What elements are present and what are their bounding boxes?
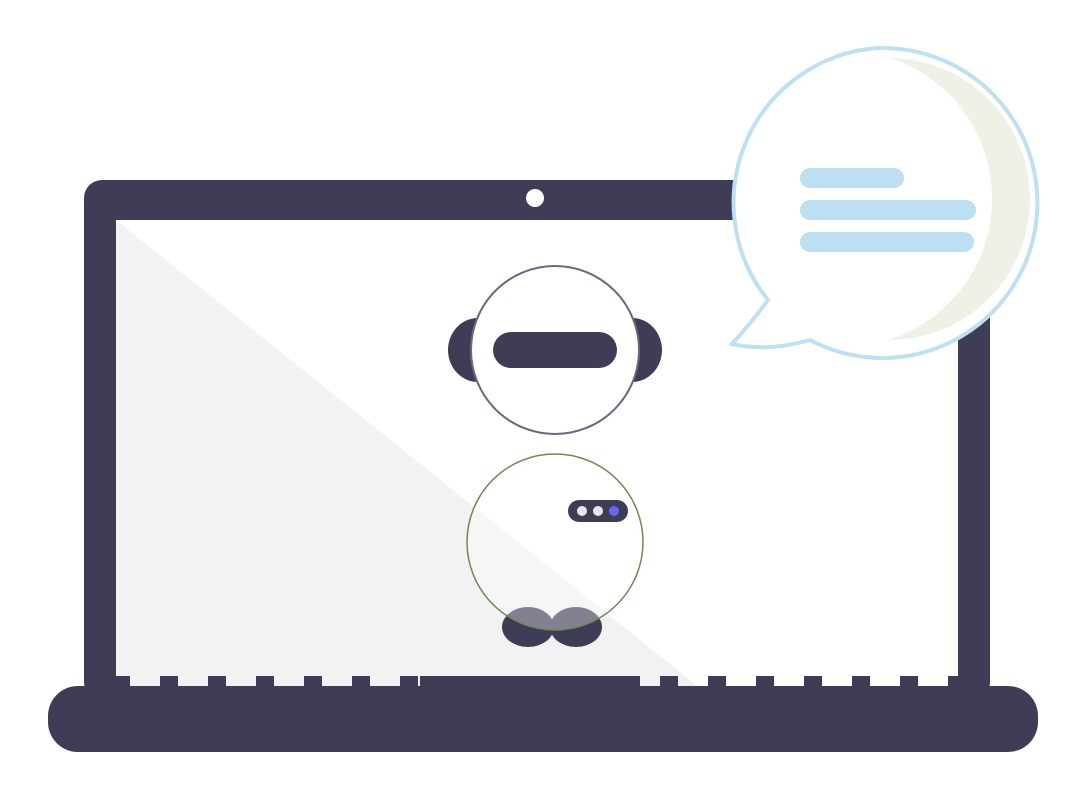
screen-shade (116, 220, 700, 688)
webcam-icon (526, 189, 544, 207)
keyboard-keys (116, 676, 958, 688)
chat-line-1 (800, 168, 904, 188)
robot-visor (493, 332, 617, 368)
chat-line-2 (800, 200, 976, 220)
indicator-light-active (609, 506, 619, 516)
indicator-light-2 (593, 506, 603, 516)
chat-bubble-icon (728, 45, 1040, 360)
laptop-base (48, 686, 1038, 752)
robot-left-foot (502, 607, 554, 647)
indicator-light-1 (577, 506, 587, 516)
chat-bubble-shade (888, 58, 1031, 341)
robot-body (466, 453, 644, 631)
chat-line-3 (800, 232, 974, 252)
robot-icon (448, 265, 662, 647)
